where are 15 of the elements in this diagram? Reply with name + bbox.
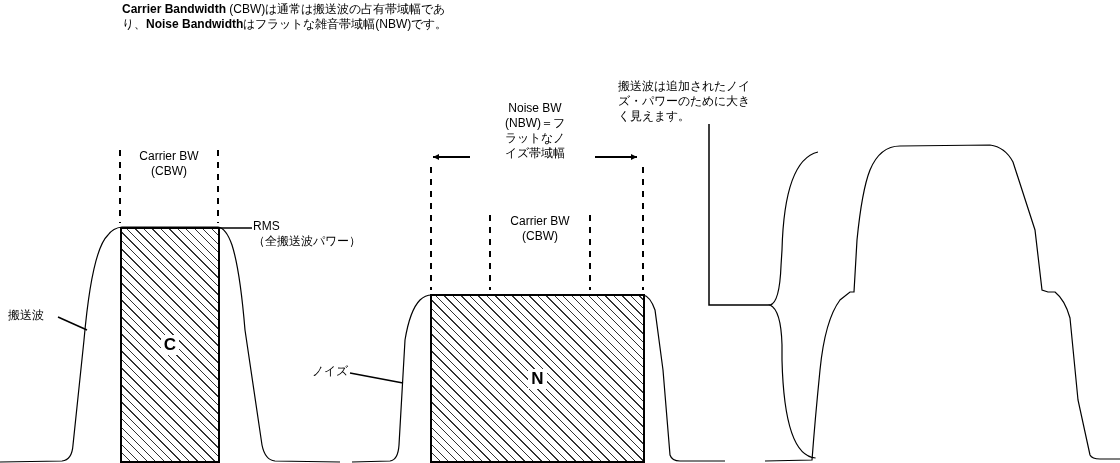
dimension-label: Carrier BW (CBW): [509, 214, 571, 244]
leader-line: [57, 316, 88, 331]
leader-line: [219, 227, 253, 229]
dimension-label: Noise BW (NBW)＝フラットなノイズ帯域幅: [504, 101, 566, 161]
callout-label: 搬送波: [8, 308, 58, 323]
leader-line: [708, 123, 771, 306]
leader-line: [349, 372, 404, 384]
note-text: Carrier Bandwidth (CBW)は通常は搬送波の占有帯域幅であり、Noise Bandwidthはフラットな雑音帯域幅(NBW)です。: [122, 2, 449, 32]
callout-label: ノイズ: [312, 364, 352, 379]
callout-label: RMS （全搬送波パワー）: [253, 219, 378, 249]
area-label: C: [160, 335, 180, 355]
area-label: N: [528, 368, 547, 389]
callout-label: 搬送波は追加されたノイズ・パワーのために大きく見えます。: [618, 79, 760, 124]
dimension-label: Carrier BW (CBW): [138, 149, 200, 179]
curly-brace: [769, 151, 819, 459]
